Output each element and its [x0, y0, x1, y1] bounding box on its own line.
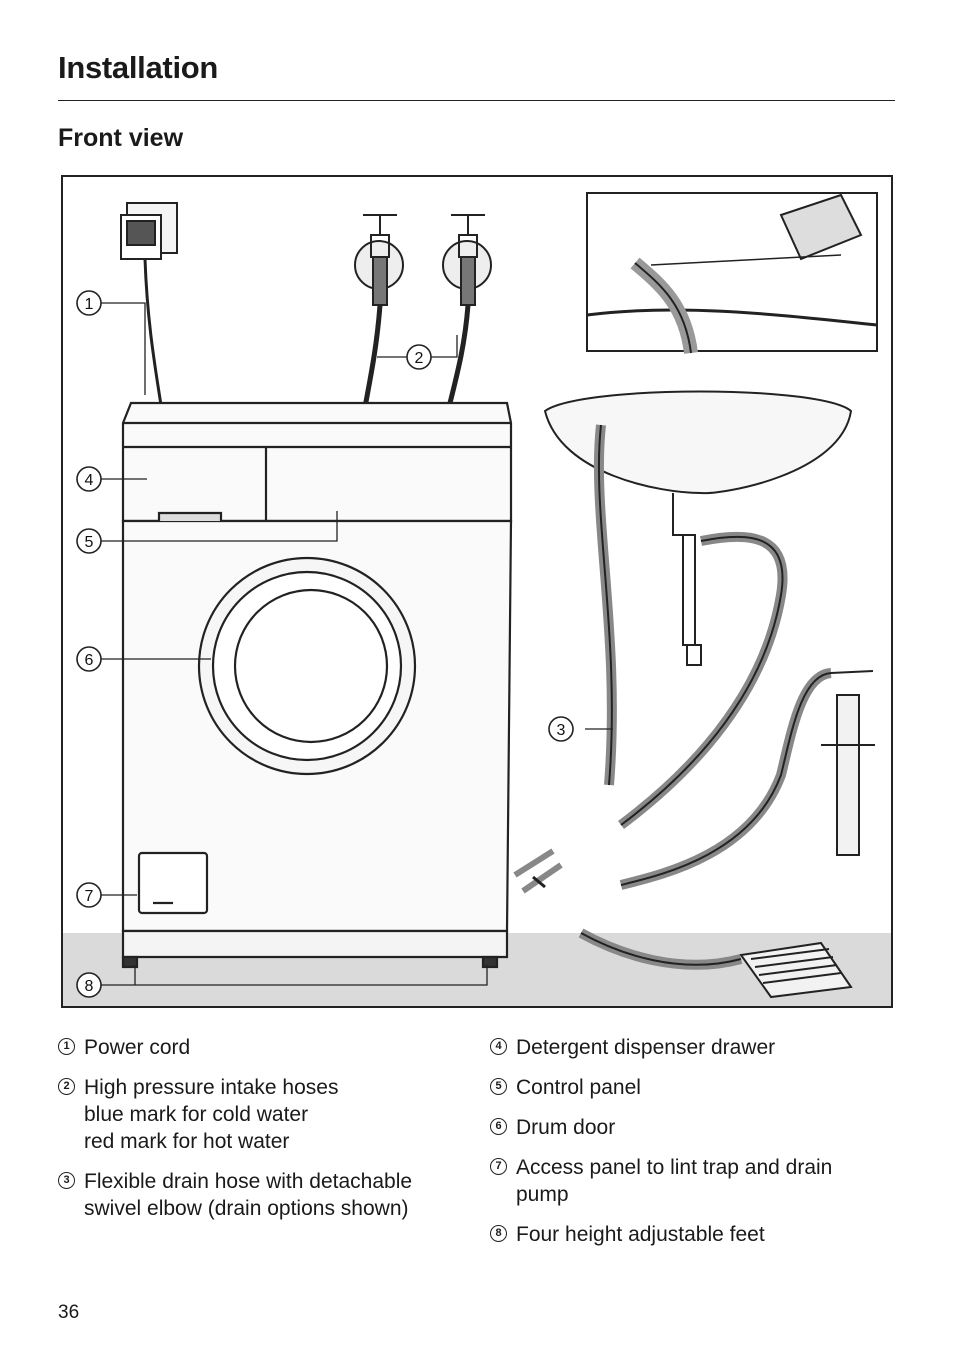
- sink-illustration: [543, 390, 853, 829]
- legend-item: 6 Drum door: [490, 1114, 910, 1141]
- legend-item: 5 Control panel: [490, 1074, 910, 1101]
- legend-text: Four height adjustable feet: [516, 1223, 765, 1246]
- power-socket-illustration: [120, 202, 178, 406]
- legend-number: 7: [490, 1158, 507, 1175]
- legend-right-column: 4 Detergent dispenser drawer 5 Control p…: [490, 1034, 910, 1261]
- legend-text: red mark for hot water: [84, 1130, 290, 1153]
- installation-diagram: 1 2 3 4 5 6 7 8: [61, 175, 893, 1008]
- callout-5: 5: [85, 534, 94, 551]
- callout-markers: [76, 290, 574, 998]
- legend-item: 7 Access panel to lint trap and drain pu…: [490, 1154, 910, 1208]
- legend-text: Detergent dispenser drawer: [516, 1036, 776, 1059]
- legend-number: 5: [490, 1078, 507, 1095]
- section-title: Installation: [58, 50, 219, 85]
- callout-7: 7: [85, 888, 94, 905]
- legend-text: blue mark for cold water: [84, 1103, 309, 1126]
- legend-text: Drum door: [516, 1116, 616, 1139]
- callout-leaders: [101, 302, 613, 986]
- swivel-elbow-illustration: [513, 848, 563, 894]
- callout-3: 3: [557, 722, 566, 739]
- legend-number: 6: [490, 1118, 507, 1135]
- callout-1: 1: [85, 296, 94, 313]
- callout-2: 2: [415, 350, 424, 367]
- legend-text: pump: [516, 1183, 569, 1206]
- legend-number: 8: [490, 1225, 507, 1242]
- legend-text: Access panel to lint trap and drain: [516, 1156, 833, 1179]
- legend-text: Power cord: [84, 1036, 191, 1059]
- legend-text: swivel elbow (drain options shown): [84, 1197, 409, 1220]
- legend-text: Control panel: [516, 1076, 641, 1099]
- legend-number: 2: [58, 1078, 75, 1095]
- legend-item: 4 Detergent dispenser drawer: [490, 1034, 910, 1061]
- callout-4: 4: [85, 472, 94, 489]
- legend-item: 2 High pressure intake hoses blue mark f…: [58, 1074, 478, 1155]
- legend-item: 1 Power cord: [58, 1034, 478, 1061]
- legend-left-column: 1 Power cord 2 High pressure intake hose…: [58, 1034, 478, 1235]
- standpipe-illustration: [619, 668, 875, 890]
- washing-machine-illustration: [121, 401, 513, 969]
- legend-number: 1: [58, 1038, 75, 1055]
- page-number: 36: [58, 1302, 80, 1323]
- drain-hose-inset-illustration: [586, 192, 878, 355]
- legend-number: 4: [490, 1038, 507, 1055]
- callout-6: 6: [85, 652, 94, 669]
- water-taps-illustration: [354, 214, 492, 408]
- title-divider: [58, 100, 895, 101]
- legend-text: Flexible drain hose with detachable: [84, 1170, 413, 1193]
- legend-item: 3 Flexible drain hose with detachable sw…: [58, 1168, 478, 1222]
- callout-8: 8: [85, 978, 94, 995]
- figure-subtitle: Front view: [58, 124, 184, 152]
- legend-number: 3: [58, 1172, 75, 1189]
- legend-item: 8 Four height adjustable feet: [490, 1221, 910, 1248]
- callout-labels: 1 2 3 4 5 6 7 8: [85, 296, 566, 995]
- floor-drain-illustration: [578, 928, 853, 999]
- legend-text: High pressure intake hoses: [84, 1076, 339, 1099]
